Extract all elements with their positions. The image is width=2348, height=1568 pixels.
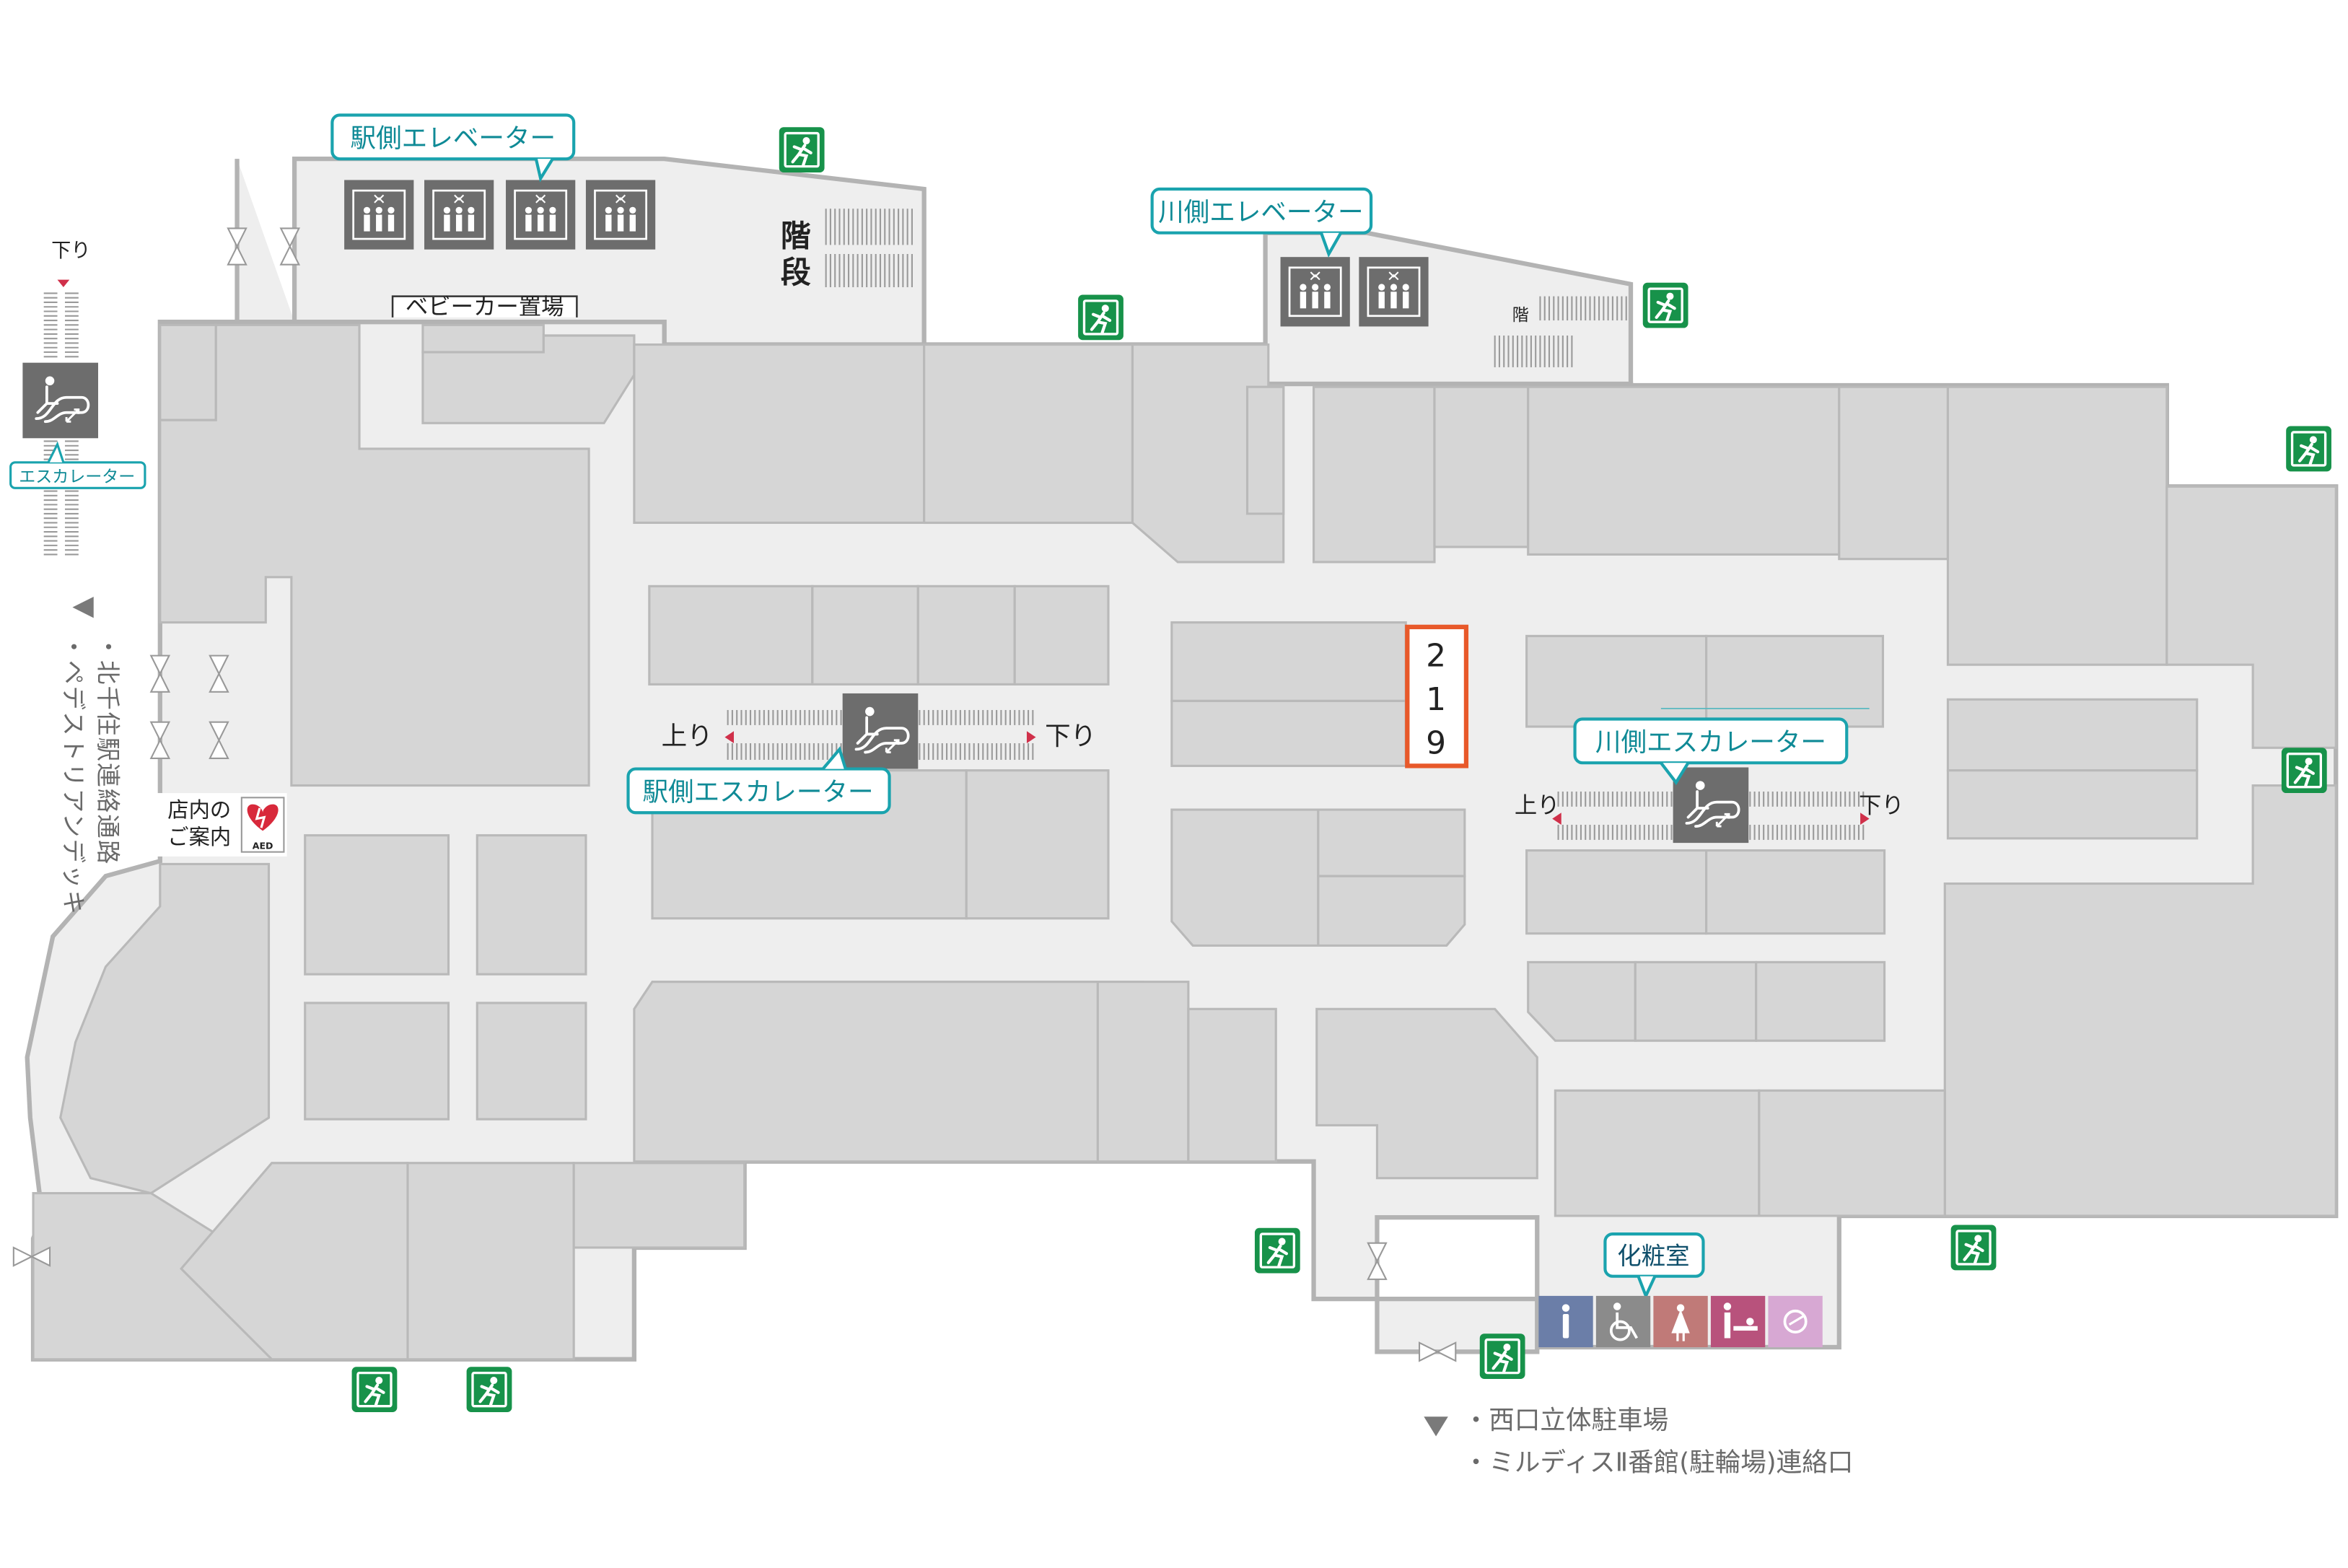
emergency-exit-icon (1255, 1228, 1300, 1274)
emergency-exit-icon (352, 1367, 398, 1412)
stairs-label-1: 階 (781, 219, 811, 254)
bottom-label-1: ・西口立体駐車場 (1463, 1406, 1669, 1435)
stroller-area: ベビーカー置場 (391, 294, 578, 320)
down-label: 下り (1045, 722, 1096, 751)
elevator-icon (1357, 255, 1429, 328)
stroller-label: ベビーカー置場 (406, 294, 564, 320)
left-passage-note: ・北千住駅連絡通路 ・ペデストリアンデッキ (59, 597, 122, 916)
emergency-exit-icon (1480, 1333, 1525, 1379)
stairs-label-small: 階 (1512, 306, 1529, 325)
direction-markers (57, 279, 1870, 825)
info-label-2: ご案内 (167, 825, 231, 849)
baby-changing-icon (1710, 1295, 1766, 1348)
elevator-icon (584, 179, 657, 251)
left-passage-label: ・北千住駅連絡通路 (94, 634, 122, 865)
escalator-icon[interactable] (1671, 766, 1751, 844)
restroom-label: 化粧室 (1617, 1242, 1689, 1270)
emergency-exit-icon (779, 127, 825, 172)
bottom-label-2: ・ミルディスⅡ番館(駐輪場)連絡口 (1463, 1448, 1854, 1478)
elevator-icon (504, 179, 577, 251)
info-label-1: 店内の (167, 798, 231, 823)
down-label-vertical: 下り (1859, 792, 1904, 818)
escalator-icon[interactable] (21, 361, 100, 440)
escalator-left-label: エスカレーター (19, 468, 135, 486)
emergency-exit-icon (1643, 283, 1688, 328)
stairs-label-2: 段 (781, 255, 811, 290)
shop-number-digit: 1 (1426, 681, 1446, 718)
callout-escalator-left[interactable]: エスカレーター (9, 441, 146, 489)
callout-river-escalator[interactable]: 川側エスカレーター (1573, 717, 1849, 786)
elevator-icon (343, 179, 415, 251)
emergency-exit-icon (2286, 426, 2331, 472)
station-elevator-label: 駅側エレベーター (351, 123, 556, 153)
left-deck-label: ・ペデストリアンデッキ (59, 634, 87, 916)
escalator-stripes (43, 209, 1865, 840)
shop-219[interactable]: 2 1 9 (1405, 624, 1469, 768)
restroom-wheelchair-icon (1595, 1295, 1651, 1348)
river-elevator-label: 川側エレベーター (1158, 198, 1364, 227)
shop-number-digit: 9 (1426, 725, 1446, 762)
restroom-male-icon (1538, 1295, 1593, 1348)
elevator-icon (423, 179, 495, 251)
emergency-exit-icon (2282, 748, 2327, 793)
down-label-left: 下り (51, 240, 90, 262)
up-label-vertical: 上り (1515, 792, 1560, 818)
emergency-exit-icon (1951, 1225, 1997, 1271)
escalator-icon[interactable] (841, 692, 920, 771)
emergency-exit-icon (467, 1367, 512, 1412)
emergency-exit-icon (1078, 294, 1123, 340)
bottom-note: ・西口立体駐車場 ・ミルディスⅡ番館(駐輪場)連絡口 (1424, 1406, 1853, 1478)
aed-label: AED (253, 840, 273, 851)
shop-blocks (32, 323, 2337, 1361)
callout-station-elevator[interactable]: 駅側エレベーター (330, 113, 576, 183)
up-label: 上り (662, 722, 713, 751)
callout-river-elevator[interactable]: 川側エレベーター (1150, 187, 1373, 258)
river-escalator-label: 川側エスカレーター (1595, 727, 1826, 757)
restroom-female-icon (1653, 1295, 1708, 1348)
shop-number-digit: 2 (1426, 637, 1446, 674)
ostomate-icon (1768, 1295, 1823, 1348)
station-escalator-label: 駅側エスカレーター (642, 778, 873, 807)
restroom-icons[interactable] (1538, 1295, 1823, 1348)
elevator-icon (1279, 255, 1352, 328)
store-info[interactable]: 店内の ご案内 AED (157, 793, 287, 857)
callout-station-escalator[interactable]: 駅側エスカレーター (626, 746, 891, 815)
